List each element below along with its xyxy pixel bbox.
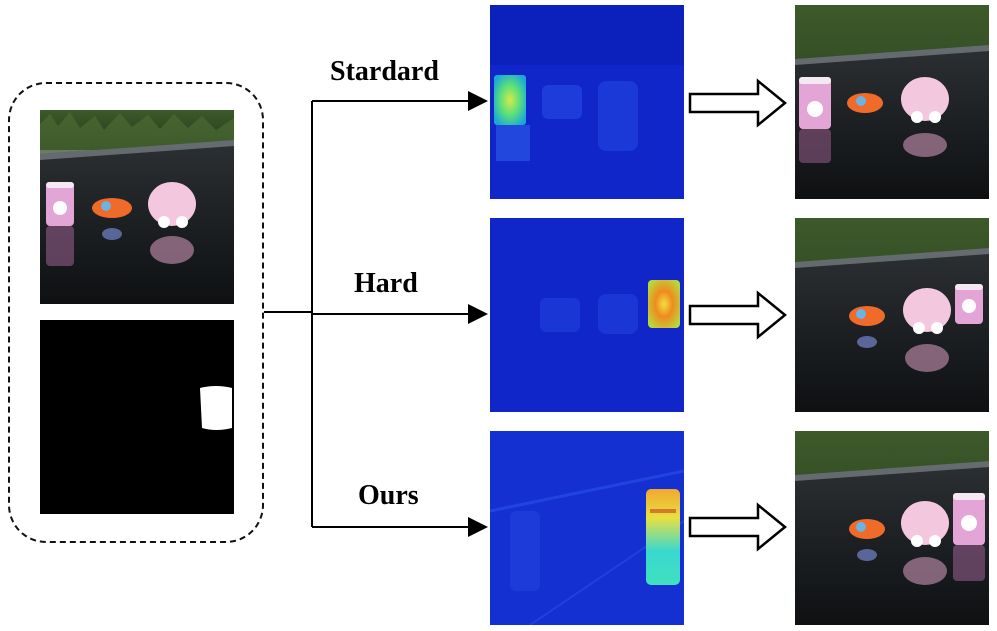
hollow-arrow-ours	[688, 502, 787, 552]
heatmap-ours	[490, 431, 684, 625]
label-standard: Stardard	[330, 56, 439, 87]
output-image-hard	[795, 218, 989, 412]
label-hard: Hard	[354, 268, 418, 299]
heatmap-hard	[490, 218, 684, 412]
input-group-box	[8, 82, 264, 543]
output-image-ours	[795, 431, 989, 625]
hollow-arrow-standard	[688, 78, 787, 128]
hollow-arrow-hard	[688, 290, 787, 340]
output-image-standard	[795, 5, 989, 199]
label-ours: Ours	[358, 480, 419, 511]
mask-image	[40, 320, 234, 514]
heatmap-standard	[490, 5, 684, 199]
input-image	[40, 110, 234, 304]
